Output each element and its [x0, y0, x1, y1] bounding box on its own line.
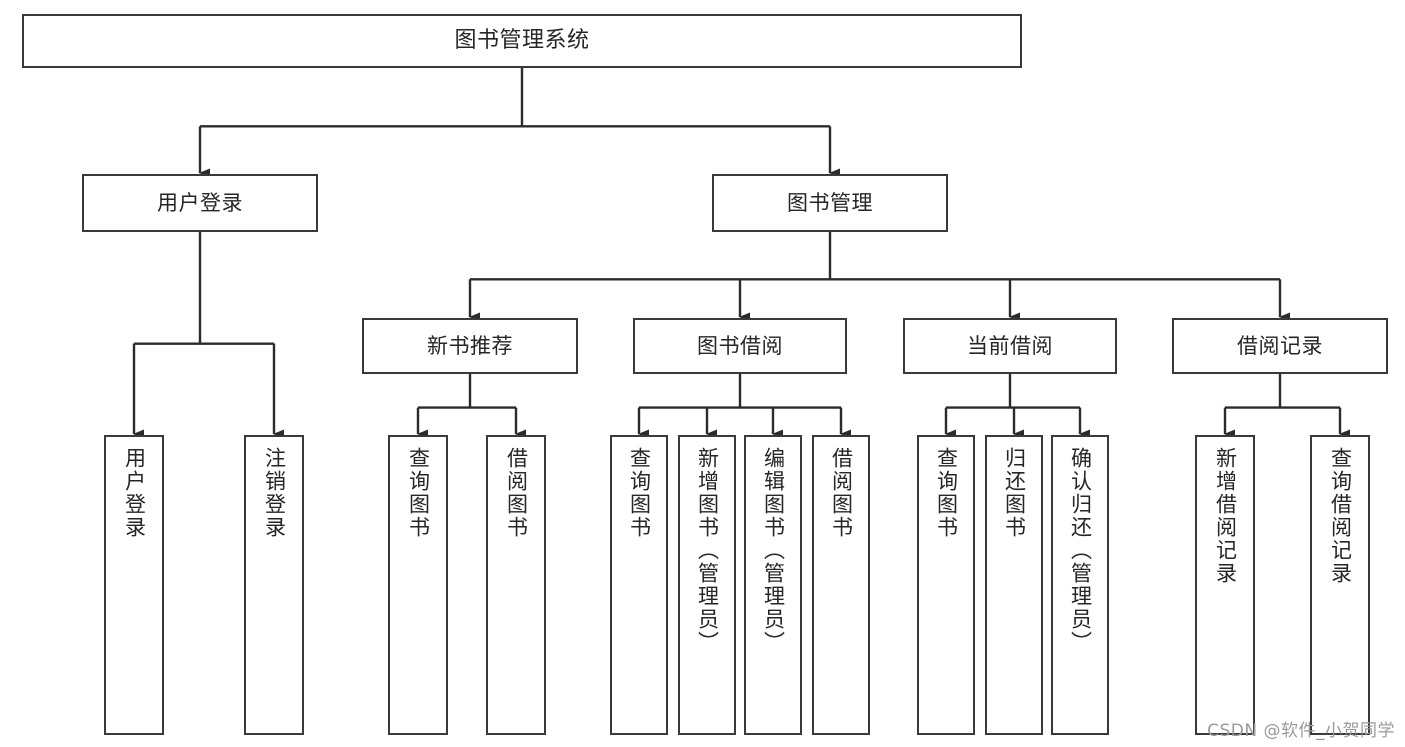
node-leaf-br-query[interactable]: 查询借阅记录: [1310, 435, 1370, 735]
node-leaf-cb-query[interactable]: 查询图书: [917, 435, 975, 735]
node-label-borrow-record: 借阅记录: [1237, 333, 1323, 358]
node-label-leaf-bb-borrow: 借阅图书: [829, 447, 854, 539]
node-label-leaf-cb-return: 归还图书: [1002, 447, 1027, 539]
node-label-user-login: 用户登录: [157, 190, 243, 215]
node-leaf-bb-borrow[interactable]: 借阅图书: [812, 435, 870, 735]
node-leaf-cb-confirm[interactable]: 确认归还（管理员）: [1051, 435, 1109, 735]
node-leaf-rec-borrow[interactable]: 借阅图书: [486, 435, 546, 735]
node-user-login[interactable]: 用户登录: [82, 174, 318, 232]
node-label-leaf-rec-borrow: 借阅图书: [504, 447, 529, 539]
node-current-borrow[interactable]: 当前借阅: [903, 318, 1117, 374]
node-book-manage[interactable]: 图书管理: [712, 174, 948, 232]
node-label-leaf-cb-query: 查询图书: [934, 447, 959, 539]
node-label-current-borrow: 当前借阅: [967, 333, 1053, 358]
node-label-leaf-br-add: 新增借阅记录: [1213, 447, 1238, 585]
node-new-book-rec[interactable]: 新书推荐: [362, 318, 578, 374]
node-label-leaf-user-login: 用户登录: [122, 447, 147, 539]
node-label-new-book-rec: 新书推荐: [427, 333, 513, 358]
node-label-book-borrow: 图书借阅: [697, 333, 783, 358]
node-label-leaf-br-query: 查询借阅记录: [1328, 447, 1353, 585]
node-label-leaf-rec-query: 查询图书: [406, 447, 431, 539]
node-leaf-bb-add[interactable]: 新增图书（管理员）: [678, 435, 736, 735]
node-label-book-manage: 图书管理: [787, 190, 873, 215]
node-label-leaf-bb-query: 查询图书: [627, 447, 652, 539]
node-label-leaf-bb-edit: 编辑图书（管理员）: [761, 447, 786, 654]
node-book-borrow[interactable]: 图书借阅: [633, 318, 847, 374]
node-leaf-bb-query[interactable]: 查询图书: [610, 435, 668, 735]
node-label-leaf-user-logout: 注销登录: [262, 447, 287, 539]
node-label-leaf-cb-confirm: 确认归还（管理员）: [1068, 447, 1093, 654]
node-leaf-bb-edit[interactable]: 编辑图书（管理员）: [744, 435, 802, 735]
node-leaf-cb-return[interactable]: 归还图书: [985, 435, 1043, 735]
node-label-root: 图书管理系统: [454, 28, 590, 54]
node-leaf-user-login[interactable]: 用户登录: [104, 435, 164, 735]
node-label-leaf-bb-add: 新增图书（管理员）: [695, 447, 720, 654]
node-leaf-br-add[interactable]: 新增借阅记录: [1195, 435, 1255, 735]
node-leaf-user-logout[interactable]: 注销登录: [244, 435, 304, 735]
node-leaf-rec-query[interactable]: 查询图书: [388, 435, 448, 735]
watermark-text: CSDN @软件_小贺同学: [1207, 721, 1395, 741]
node-borrow-record[interactable]: 借阅记录: [1172, 318, 1388, 374]
node-root[interactable]: 图书管理系统: [22, 14, 1022, 68]
